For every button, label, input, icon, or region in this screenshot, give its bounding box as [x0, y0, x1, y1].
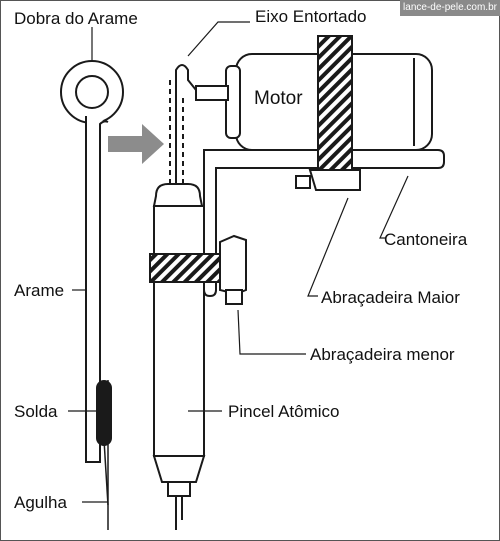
bent-axis: [169, 64, 197, 184]
watermark: lance-de-pele.com.br: [400, 0, 500, 16]
label-dobra-do-arame: Dobra do Arame: [14, 9, 138, 28]
leader-abracadeira-maior: [307, 197, 349, 297]
leader-lines: [68, 21, 409, 503]
label-abracadeira-maior: Abraçadeira Maior: [321, 288, 460, 307]
direction-arrow: [108, 124, 164, 164]
leader-cantoneira: [379, 175, 409, 239]
label-agulha: Agulha: [14, 493, 67, 512]
label-arame: Arame: [14, 281, 64, 300]
leader-abracadeira-menor: [237, 309, 306, 355]
wire-loop: [60, 60, 124, 124]
solder-blob: [96, 380, 112, 446]
label-pincel-atomico: Pincel Atômico: [228, 402, 340, 421]
label-cantoneira: Cantoneira: [384, 230, 468, 249]
large-clamp: [295, 35, 361, 191]
label-solda: Solda: [14, 402, 58, 421]
needle: [103, 380, 109, 530]
label-abracadeira-menor: Abraçadeira menor: [310, 345, 455, 364]
small-clamp: [149, 234, 247, 305]
motor-shaft: [195, 85, 229, 101]
leader-eixo: [187, 21, 250, 57]
label-motor: Motor: [254, 88, 303, 109]
label-eixo-entortado: Eixo Entortado: [255, 7, 367, 26]
marker-pen: [152, 183, 206, 530]
